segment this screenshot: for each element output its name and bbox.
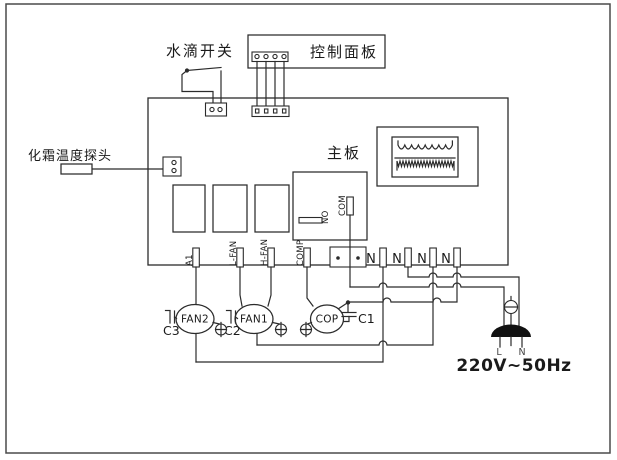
power-rating-label: 220V~50Hz — [456, 356, 571, 376]
c2-label: C2 — [224, 323, 241, 338]
cop-ground-icon — [299, 321, 313, 338]
n2-terminal — [404, 247, 412, 268]
relay-blocks — [172, 184, 290, 233]
control-panel-label: 控制面板 — [310, 43, 378, 61]
c1-label: C1 — [358, 311, 375, 326]
a1-terminal-label: A1 — [185, 254, 195, 266]
defrost-probe-label: 化霜温度探头 — [28, 148, 112, 164]
fan1-motor: FAN1 — [234, 303, 274, 335]
two-pin-block — [329, 246, 367, 268]
plug-line-label: L — [496, 347, 502, 358]
n4-label: N — [441, 252, 451, 267]
plug-earth-icon — [503, 295, 519, 328]
com-terminal-label: COM — [338, 195, 348, 216]
c3-label: C3 — [163, 323, 180, 338]
plug-neutral-label: N — [518, 347, 525, 358]
l-fan-terminal-label: L-FAN — [229, 241, 239, 266]
main-board-label: 主板 — [327, 144, 361, 162]
n2-label: N — [392, 252, 402, 267]
plug-body — [491, 324, 531, 337]
water-switch-label: 水滴开关 — [166, 42, 234, 60]
fan2-motor-label: FAN2 — [181, 314, 209, 326]
fan1-ground-icon — [271, 321, 288, 338]
fan2-motor: FAN2 — [175, 303, 215, 335]
comp-terminal-label: COMP — [296, 240, 306, 266]
board-cp-connector — [251, 105, 290, 118]
fan1-motor-label: FAN1 — [240, 314, 268, 326]
probe-connector — [162, 156, 182, 177]
cop-compressor-label: COP — [316, 314, 339, 326]
heater-symbol — [376, 126, 479, 187]
capacitor-c3: C3 — [163, 309, 180, 338]
wiring — [195, 214, 520, 363]
h-fan-terminal-label: H-FAN — [260, 239, 270, 266]
n1-label: N — [366, 252, 376, 267]
control-panel-box: 控制面板 — [247, 34, 386, 69]
relay-output-board: NO COM — [292, 171, 368, 241]
n3-terminal — [429, 247, 437, 268]
capacitor-c2: C2 — [224, 309, 241, 338]
main-board-box — [147, 97, 509, 266]
water-switch-connector — [204, 102, 228, 117]
cop-compressor: COP — [309, 304, 345, 334]
n3-label: N — [417, 252, 427, 267]
n1-terminal — [379, 247, 387, 268]
no-terminal — [298, 216, 323, 224]
fan2-ground-icon — [212, 321, 228, 338]
no-terminal-label: NO — [321, 210, 331, 224]
power-plug: L N 220V~50Hz — [456, 295, 571, 376]
defrost-probe-symbol — [60, 163, 164, 175]
n4-terminal — [453, 247, 461, 268]
capacitor-c1: C1 — [341, 301, 375, 326]
control-panel-connector — [251, 51, 289, 63]
